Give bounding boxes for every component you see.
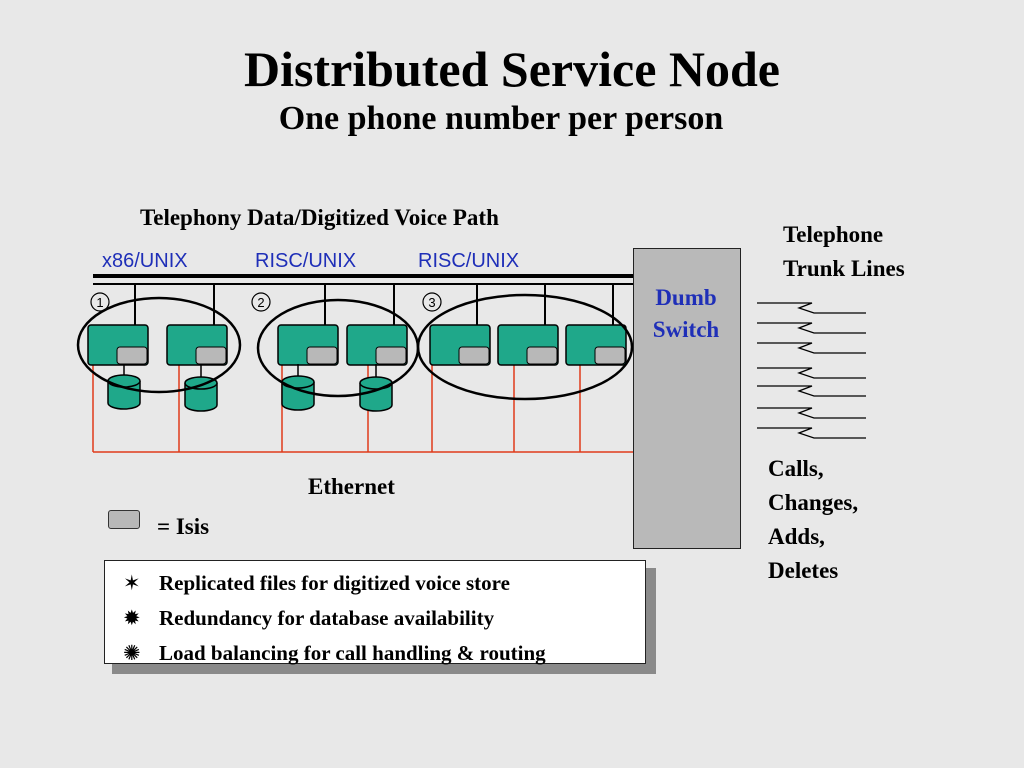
disk-icon xyxy=(184,383,218,412)
calls-line: Adds, xyxy=(768,524,825,549)
cluster-marker-circle xyxy=(251,292,271,312)
calls-label: Calls, Changes, Adds, Deletes xyxy=(768,452,858,588)
bullet-item: ✺ Load balancing for call handling & rou… xyxy=(123,641,645,676)
star-bullet-icon: ✺ xyxy=(123,641,141,665)
ethernet-label: Ethernet xyxy=(308,474,395,499)
bullet-item: ✶ Replicated files for digitized voice s… xyxy=(123,571,645,606)
calls-line: Calls, xyxy=(768,456,824,481)
voice-path-label: Telephony Data/Digitized Voice Path xyxy=(140,205,499,230)
disk-group xyxy=(107,364,393,412)
cluster-ellipse xyxy=(416,293,634,401)
isis-icon xyxy=(375,346,407,365)
bullet-text: Redundancy for database availability xyxy=(159,606,495,630)
trunk-line xyxy=(757,342,866,354)
cluster-3-os-label: RISC/UNIX xyxy=(418,250,520,272)
trunk-lines xyxy=(757,302,866,439)
cluster-marker-circle xyxy=(422,292,442,312)
star-bullet-icon: ✶ xyxy=(123,571,141,595)
disk-icon xyxy=(359,383,393,412)
dumb-switch xyxy=(633,248,741,549)
disk-icon xyxy=(107,381,141,410)
trunk-line xyxy=(757,367,866,379)
disk-top xyxy=(184,376,218,390)
cluster-group xyxy=(76,293,634,401)
isis-icon xyxy=(594,346,626,365)
disk-top xyxy=(107,374,141,388)
cluster-markers: 1 2 3 xyxy=(90,292,442,312)
trunk-lines-label: Telephone Trunk Lines xyxy=(783,218,905,286)
isis-icon xyxy=(306,346,338,365)
disk-icon xyxy=(281,382,315,411)
cluster-1-os-label: x86/UNIX xyxy=(102,250,188,272)
voice-bus xyxy=(93,274,633,326)
trunk-label-line1: Telephone xyxy=(783,222,884,247)
isis-icon xyxy=(116,346,148,365)
ethernet-network xyxy=(92,360,633,453)
star-bullet-icon: ✹ xyxy=(123,606,141,630)
calls-line: Deletes xyxy=(768,558,839,583)
server-group xyxy=(87,324,627,366)
trunk-line xyxy=(757,407,866,419)
slide-subtitle: One phone number per person xyxy=(278,100,724,137)
cluster-marker-number: 2 xyxy=(257,295,264,310)
cluster-marker-number: 3 xyxy=(428,295,435,310)
trunk-line xyxy=(757,385,866,397)
trunk-line xyxy=(757,302,866,314)
dumb-switch-label: Dumb Switch xyxy=(633,282,739,346)
cluster-marker-circle xyxy=(90,292,110,312)
switch-label-line2: Switch xyxy=(652,317,720,342)
isis-legend-icon xyxy=(108,510,140,529)
bullet-text: Replicated files for digitized voice sto… xyxy=(159,571,510,595)
trunk-line xyxy=(757,427,866,439)
switch-label-line1: Dumb xyxy=(655,285,717,310)
isis-icon xyxy=(526,346,558,365)
trunk-label-line2: Trunk Lines xyxy=(783,256,905,281)
isis-legend-label: = Isis xyxy=(157,514,210,539)
trunk-line xyxy=(757,322,866,334)
cluster-ellipse xyxy=(76,296,242,394)
slide-title: Distributed Service Node xyxy=(243,41,781,97)
bullet-item: ✹ Redundancy for database availability xyxy=(123,606,645,641)
cluster-marker-number: 1 xyxy=(96,295,103,310)
isis-icon xyxy=(195,346,227,365)
bullet-list: ✶ Replicated files for digitized voice s… xyxy=(104,560,646,665)
cluster-2-os-label: RISC/UNIX xyxy=(255,250,357,272)
isis-icon xyxy=(458,346,490,365)
calls-line: Changes, xyxy=(768,490,859,515)
bullet-text: Load balancing for call handling & routi… xyxy=(159,641,546,665)
